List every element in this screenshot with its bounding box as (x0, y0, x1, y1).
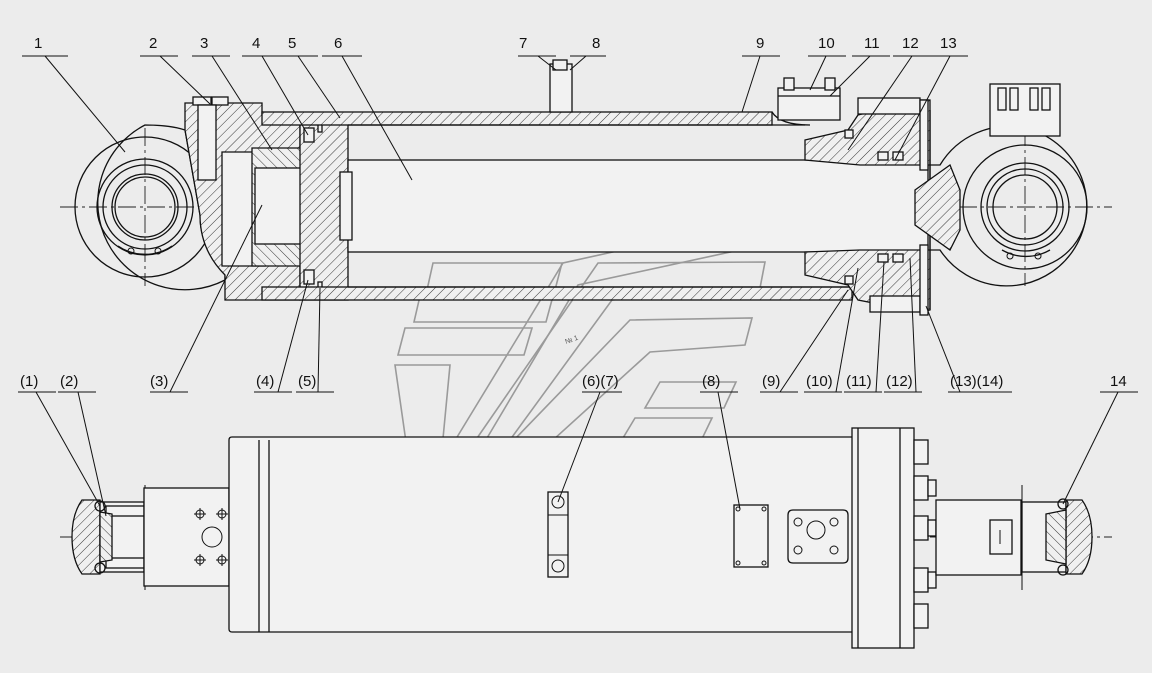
callout-paren-8: (8) (702, 373, 720, 390)
port-flange (777, 77, 841, 121)
callout-labels: 1 2 3 4 5 6 7 8 9 10 11 12 13 (3) (4) (5… (20, 35, 1127, 390)
piston-rod (339, 159, 929, 253)
callout-1: 1 (34, 35, 42, 52)
callout-paren-6-7: (6)(7) (582, 373, 619, 390)
callout-12: 12 (902, 35, 919, 52)
watermark-logo: № 1 (394, 213, 782, 473)
callout-paren-5: (5) (298, 373, 316, 390)
rod-end-eye-right (914, 83, 1088, 287)
callout-paren-13-14: (13)(14) (950, 373, 1003, 390)
callout-14: 14 (1110, 373, 1127, 390)
callout-13: 13 (940, 35, 957, 52)
callout-paren-9: (9) (762, 373, 780, 390)
callout-10: 10 (818, 35, 835, 52)
callout-paren-4: (4) (256, 373, 274, 390)
callout-4: 4 (252, 35, 260, 52)
leader-lines-bottom (18, 391, 1138, 517)
callout-8: 8 (592, 35, 600, 52)
callout-5: 5 (288, 35, 296, 52)
callout-paren-10: (10) (806, 373, 833, 390)
callout-paren-12: (12) (886, 373, 913, 390)
callout-6: 6 (334, 35, 342, 52)
callout-11: 11 (864, 35, 880, 52)
cylinder-base (184, 96, 349, 301)
callout-paren-3: (3) (150, 373, 168, 390)
callout-7: 7 (519, 35, 527, 52)
callout-paren-2: (2) (60, 373, 78, 390)
leader-lines-section (150, 204, 1012, 393)
callout-9: 9 (756, 35, 764, 52)
callout-paren-11: (11) (846, 373, 872, 390)
callout-paren-1: (1) (20, 373, 38, 390)
callout-2: 2 (149, 35, 157, 52)
watermark-text: № 1 (564, 335, 579, 346)
exterior-view (60, 427, 1112, 649)
cylinder-tube (261, 59, 853, 301)
callout-3: 3 (200, 35, 208, 52)
leader-lines-top (22, 55, 968, 181)
section-view (60, 59, 1112, 316)
